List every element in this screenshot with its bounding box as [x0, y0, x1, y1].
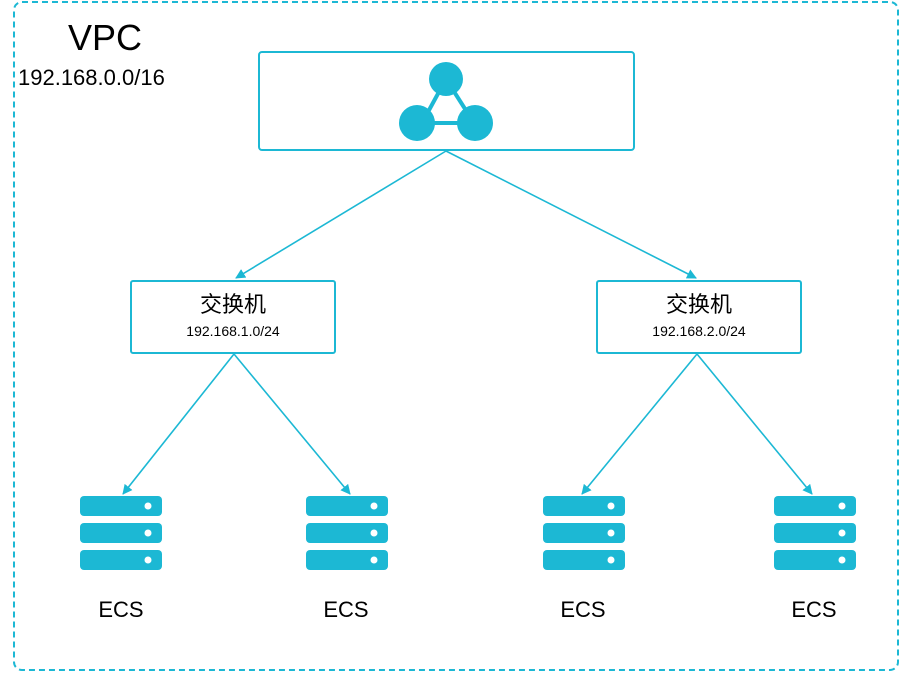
connector-switch-1-ecs-2 [233, 353, 351, 495]
connector-switch-1-ecs-1 [122, 353, 235, 495]
vpc-boundary [13, 1, 899, 671]
connector-switch-2-ecs-4 [696, 353, 813, 495]
connector-router-switch-2 [445, 150, 697, 279]
vpc-title: VPC [68, 17, 143, 58]
connector-switch-2-ecs-3 [581, 353, 698, 495]
switch-cidr: 192.168.2.0/24 [652, 323, 746, 339]
switch-name: 交换机 [665, 293, 732, 318]
ecs-label: ECS [98, 597, 144, 622]
connectors [122, 150, 813, 495]
ecs-label: ECS [791, 597, 837, 622]
vpc-cidr: 192.168.0.0/16 [18, 65, 165, 90]
router-icon [399, 62, 493, 141]
server-icon [774, 496, 856, 570]
connector-router-switch-1 [235, 150, 447, 279]
switch-node-2: 交换机 192.168.2.0/24 [596, 280, 802, 354]
server-icon [306, 496, 388, 570]
switch-cidr: 192.168.1.0/24 [186, 323, 280, 339]
router-node [258, 51, 635, 151]
ecs-label: ECS [323, 597, 369, 622]
ecs-label: ECS [560, 597, 606, 622]
server-icon [543, 496, 625, 570]
switch-node-1: 交换机 192.168.1.0/24 [130, 280, 336, 354]
server-icon [80, 496, 162, 570]
switch-name: 交换机 [199, 293, 266, 318]
